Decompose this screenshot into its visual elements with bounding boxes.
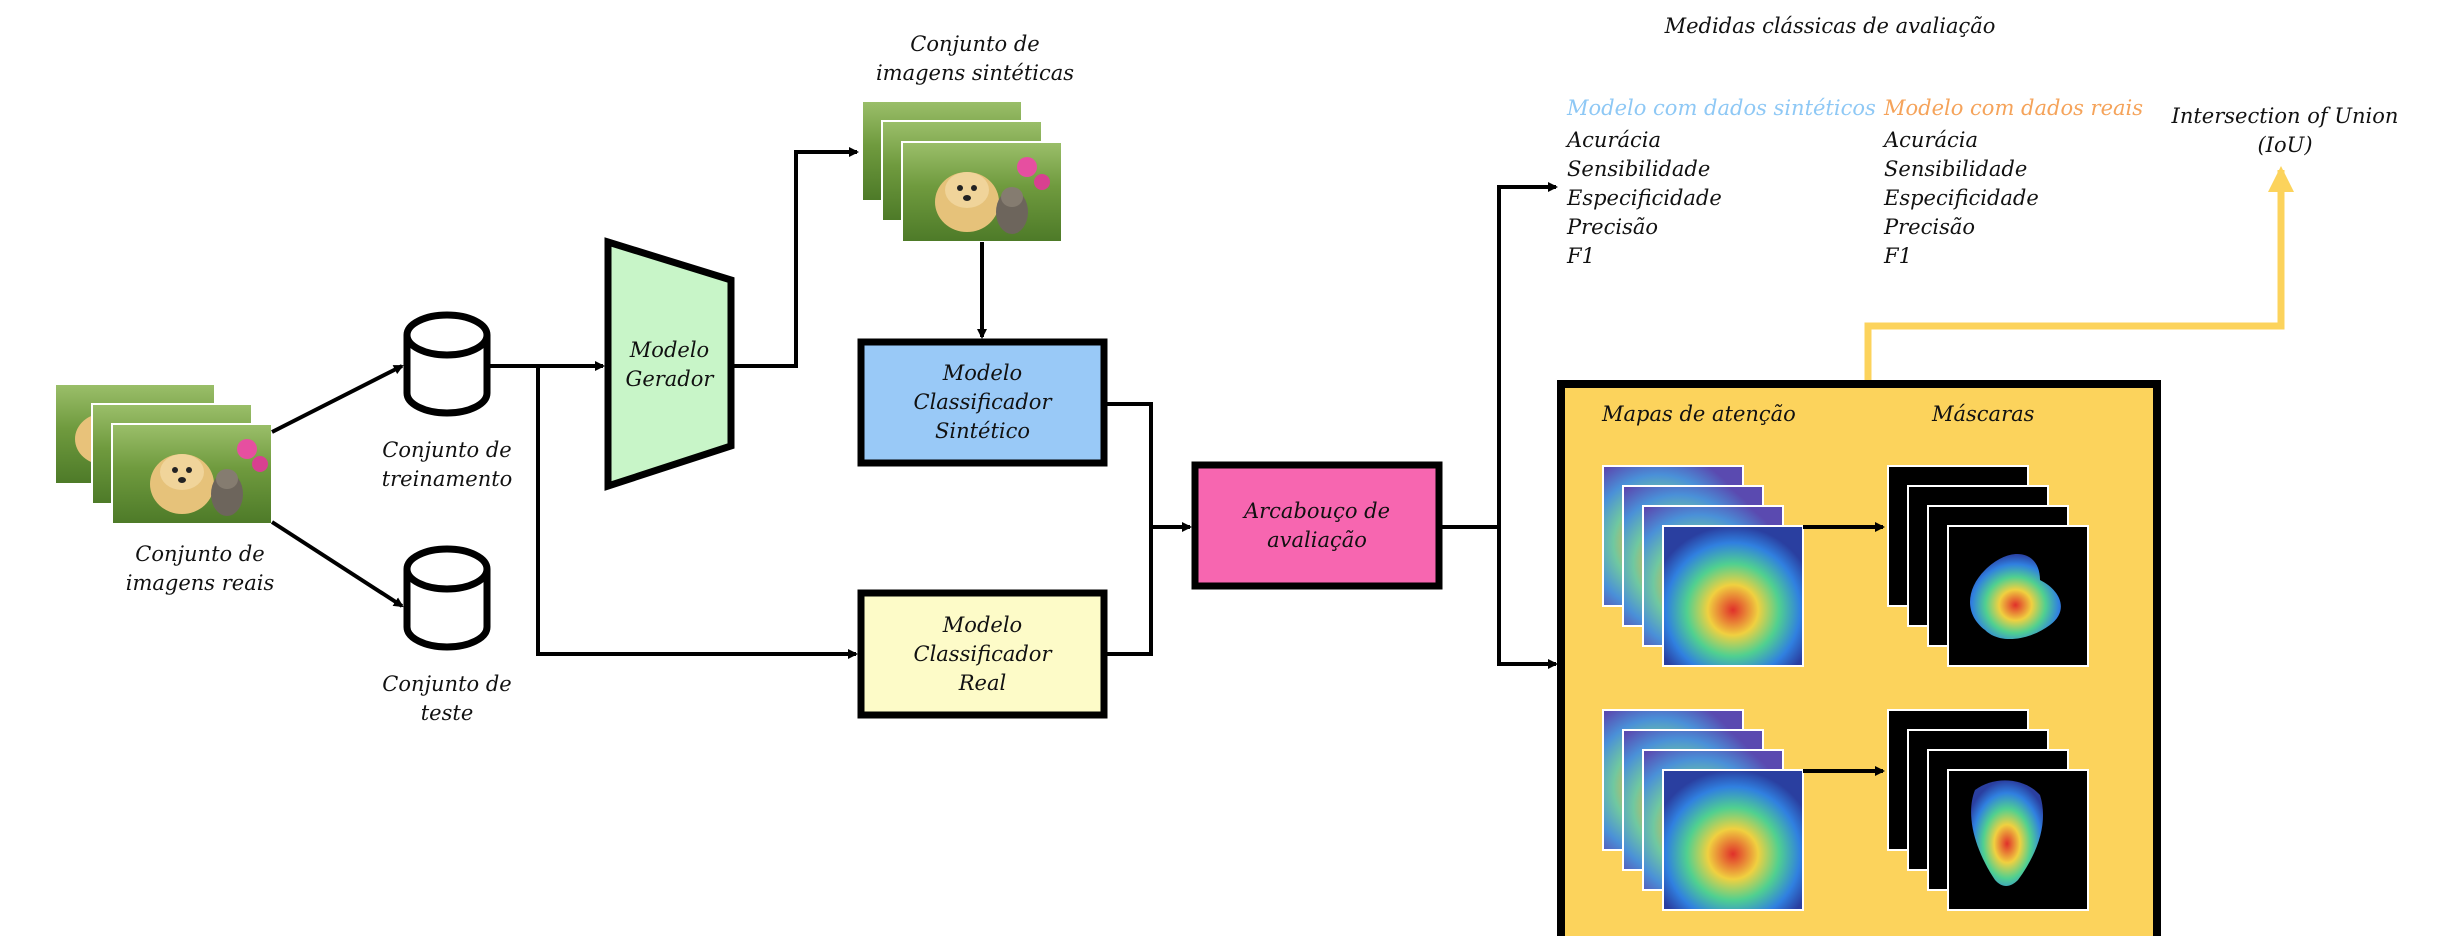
training-set-label: Conjunto de treinamento [381,438,513,491]
real-classifier-label: Modelo Classificador Real [913,612,1052,695]
synthetic-metrics-list: Acurácia Sensibilidade Especificidade Pr… [1567,126,1722,271]
metric-item: Acurácia [1884,128,1979,152]
masks-label: Máscaras [1932,402,2035,426]
synthetic-classifier-box [857,338,1108,467]
photo-thumbnail [901,141,1063,243]
mask-stack-2 [1887,709,2089,911]
real-metrics-list: Acurácia Sensibilidade Especificidade Pr… [1884,126,2039,271]
mask-shape [1970,553,2061,640]
metric-item: Precisão [1567,215,1659,239]
arrow-train-to-real-classifier [536,366,858,659]
metric-item: F1 [1884,244,1912,268]
metric-item: Sensibilidade [1884,157,2028,181]
mask-shape [1971,780,2044,886]
training-database-icon [403,311,491,417]
iou-label: Intersection of Union (IoU) [2171,104,2399,157]
real-images-stack [54,383,273,525]
generator-label: Modelo Gerador [625,338,714,391]
synthetic-metrics-header: Modelo com dados sintéticos [1567,96,1876,120]
mask-stack-1 [1887,465,2089,667]
metric-item: Precisão [1884,215,1976,239]
attention-map-stack-2 [1602,709,1804,911]
metric-item: Sensibilidade [1567,157,1711,181]
synthetic-images-label: Conjunto de imagens sintéticas [875,32,1075,85]
line-real-classifier-to-eval [1104,527,1153,656]
test-database-icon [403,545,491,651]
real-metrics-header: Modelo com dados reais [1884,96,2144,120]
attention-maps-label: Mapas de atenção [1602,402,1796,426]
arrow-real-to-test [270,520,404,608]
attention-map-stack-1 [1602,465,1804,667]
metric-item: Especificidade [1567,186,1722,210]
arrow-masks-to-iou [1864,166,2294,380]
arrow-generator-to-synthetic [731,147,859,368]
connectors [270,147,1885,776]
metric-item: Especificidade [1884,186,2039,210]
line-synthetic-classifier-to-eval [1104,402,1153,527]
attention-map [1662,769,1804,911]
attention-map [1662,525,1804,667]
real-images-label: Conjunto de imagens reais [125,542,275,595]
metric-item: Acurácia [1567,128,1662,152]
evaluation-label: Arcabouço de avaliação [1243,498,1391,552]
arrow-eval-to-attention [1497,527,1558,669]
metric-item: F1 [1567,244,1595,268]
real-classifier-box [857,589,1108,719]
test-set-label: Conjunto de teste [382,672,512,725]
synthetic-classifier-label: Modelo Classificador Sintético [913,361,1052,443]
photo-thumbnail [111,423,273,525]
metrics-title: Medidas clássicas de avaliação [1664,14,1996,38]
arrow-real-to-train [271,364,404,434]
generator-shape [604,237,735,491]
arrow-eval-to-metrics [1497,182,1558,527]
synthetic-images-stack [861,100,1063,243]
